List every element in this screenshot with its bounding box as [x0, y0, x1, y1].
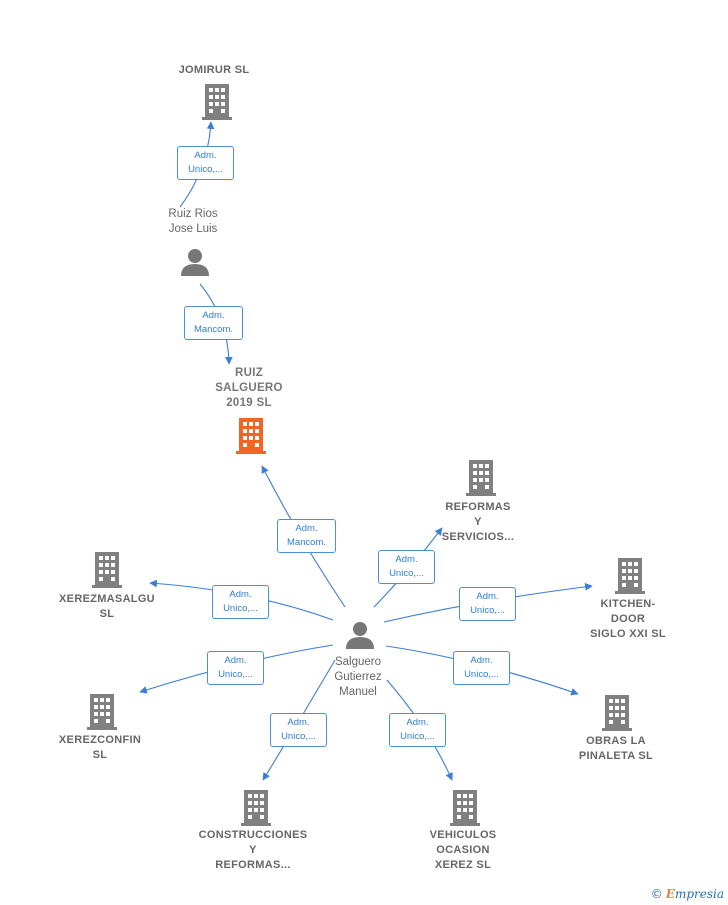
edge-label-jomirur[interactable]: Adm. Unico,... — [177, 146, 234, 180]
edge-label-kitchen[interactable]: Adm. Unico,... — [459, 587, 516, 621]
company-name-construcciones[interactable]: CONSTRUCCIONES Y REFORMAS... — [198, 829, 308, 871]
building-icon[interactable] — [465, 460, 497, 496]
edge-label-salguero-ruiz-salguero[interactable]: Adm. Mancom. — [277, 519, 336, 553]
building-icon[interactable] — [240, 790, 272, 826]
edge-label-reformas[interactable]: Adm. Unico,... — [378, 550, 435, 584]
edge-label-ruiz-rios-ruiz-salguero[interactable]: Adm. Mancom. — [184, 306, 243, 340]
brand-name: mpresia — [674, 887, 724, 901]
building-icon[interactable] — [614, 558, 646, 594]
edge-label-obras[interactable]: Adm. Unico,... — [453, 651, 510, 685]
edge-label-xerezmasalgu[interactable]: Adm. Unico,... — [212, 585, 269, 619]
building-icon[interactable] — [601, 695, 633, 731]
company-name-jomirur[interactable]: JOMIRUR SL — [178, 64, 250, 76]
edge-label-vehiculos[interactable]: Adm. Unico,... — [389, 713, 446, 747]
copyright-icon: © — [650, 887, 663, 901]
edge-label-xerezconfin[interactable]: Adm. Unico,... — [207, 651, 264, 685]
building-icon[interactable] — [91, 552, 123, 588]
empresia-watermark: ©Empresia — [651, 887, 724, 901]
person-name-ruiz-rios[interactable]: Ruiz Rios Jose Luis — [168, 208, 218, 235]
building-icon[interactable] — [86, 694, 118, 730]
person-name-salguero[interactable]: Salguero Gutierrez Manuel — [334, 656, 382, 698]
company-name-xerezmasalgu[interactable]: XEREZMASALGU SL — [59, 593, 155, 620]
company-name-obras-pinaleta[interactable]: OBRAS LA PINALETA SL — [578, 735, 654, 762]
company-name-vehiculos[interactable]: VEHICULOS OCASION XEREZ SL — [429, 829, 497, 871]
person-icon[interactable] — [180, 248, 210, 276]
building-icon[interactable] — [201, 84, 233, 120]
person-icon[interactable] — [345, 621, 375, 649]
building-icon-main[interactable] — [235, 418, 267, 454]
company-name-reformas-servicios[interactable]: REFORMAS Y SERVICIOS... — [441, 501, 515, 543]
brand-initial: E — [665, 887, 675, 901]
building-icon[interactable] — [449, 790, 481, 826]
company-name-kitchen-door[interactable]: KITCHEN- DOOR SIGLO XXI SL — [590, 598, 666, 640]
company-name-ruiz-salguero[interactable]: RUIZ SALGUERO 2019 SL — [215, 367, 283, 409]
edge-label-construcciones[interactable]: Adm. Unico,... — [270, 713, 327, 747]
company-name-xerezconfin[interactable]: XEREZCONFIN SL — [58, 734, 142, 761]
